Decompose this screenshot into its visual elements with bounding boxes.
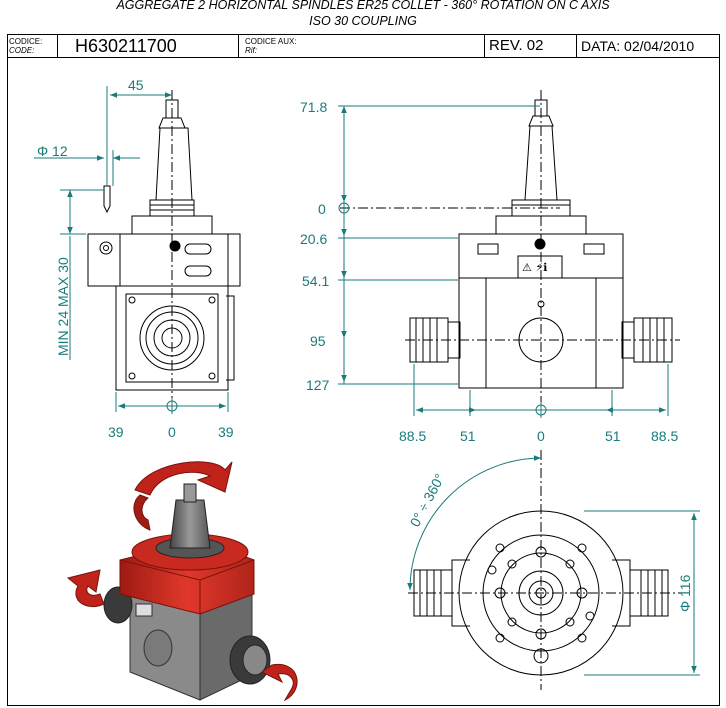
dim-0-horizontal: 0 bbox=[537, 428, 545, 444]
rif-label: Rif: bbox=[245, 46, 257, 55]
left-view-dimensions bbox=[34, 86, 229, 414]
right-view-dimensions bbox=[338, 105, 669, 418]
top-view-dimensions bbox=[407, 455, 700, 676]
codice-aux-label: CODICE AUX: bbox=[245, 37, 297, 46]
dim-0-vertical: 0 bbox=[318, 201, 326, 217]
dim-left-39: 39 bbox=[108, 424, 124, 440]
dim-left-0: 0 bbox=[168, 424, 176, 440]
dim-min-max: MIN 24 MAX 30 bbox=[55, 257, 71, 356]
rotation-label: 0° ÷ 360° bbox=[407, 471, 448, 530]
title-line-1: AGGREGATE 2 HORIZONTAL SPINDLES ER25 COL… bbox=[116, 0, 610, 12]
revision: REV. 02 bbox=[489, 37, 544, 54]
sheet-frame bbox=[7, 58, 720, 706]
dim-45: 45 bbox=[128, 77, 144, 93]
isometric-render bbox=[66, 461, 298, 702]
dim-right-39: 39 bbox=[218, 424, 234, 440]
top-view bbox=[408, 450, 690, 690]
date: DATA: 02/04/2010 bbox=[581, 38, 695, 54]
dim-71-8: 71.8 bbox=[300, 99, 327, 115]
left-side-view bbox=[87, 90, 241, 405]
dim-95: 95 bbox=[310, 333, 326, 349]
dim-diameter-116: Φ 116 bbox=[677, 574, 693, 612]
dim-88-5-right: 88.5 bbox=[651, 428, 678, 444]
right-front-view bbox=[340, 90, 680, 405]
code-value: H630211700 bbox=[75, 36, 177, 56]
codice-label: CODICE: bbox=[9, 37, 43, 46]
dim-20-6: 20.6 bbox=[300, 231, 327, 247]
dim-51-left: 51 bbox=[460, 428, 476, 444]
dim-diameter-12: Φ 12 bbox=[37, 143, 68, 159]
title-line-2: ISO 30 COUPLING bbox=[309, 14, 417, 28]
dim-88-5-left: 88.5 bbox=[399, 428, 426, 444]
dim-127: 127 bbox=[306, 377, 330, 393]
dim-54-1: 54.1 bbox=[302, 273, 329, 289]
dim-51-right: 51 bbox=[605, 428, 621, 444]
warning-icon: ⚠ ⚡ℹ bbox=[522, 261, 547, 274]
code-label: CODE: bbox=[9, 46, 35, 55]
